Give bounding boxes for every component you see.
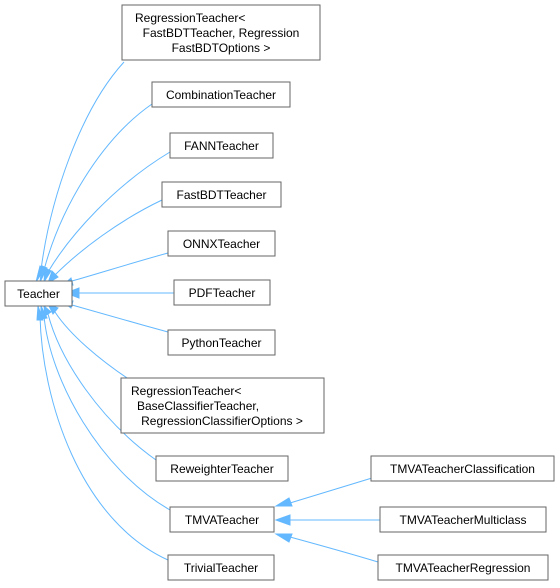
edge-combination-to-teacher — [43, 103, 153, 271]
arrowhead-9 — [43, 304, 52, 317]
arrowhead-14 — [274, 533, 293, 543]
edge-tmva-to-teacher — [43, 315, 171, 511]
arrowhead-13 — [274, 514, 291, 526]
node-tmva-teacher[interactable]: TMVATeacher — [169, 506, 275, 533]
edge-fann-to-teacher — [47, 151, 171, 273]
node-label-line-1: RegressionTeacher< — [135, 11, 245, 25]
node-fastbdt-teacher[interactable]: FastBDTTeacher — [161, 181, 282, 208]
node-label: PythonTeacher — [181, 336, 261, 350]
node-trivial-teacher[interactable]: TrivialTeacher — [167, 554, 275, 581]
edge-onnx-to-teacher — [71, 252, 169, 282]
node-label: CombinationTeacher — [166, 88, 276, 102]
node-regression-teacher-classifier[interactable]: RegressionTeacher< BaseClassifierTeacher… — [120, 377, 325, 434]
node-label: TMVATeacher — [185, 513, 259, 527]
node-reweighter-teacher[interactable]: ReweighterTeacher — [155, 455, 289, 482]
node-label: TMVATeacherMulticlass — [400, 513, 527, 527]
node-label: FANNTeacher — [184, 139, 259, 153]
arrowhead-11 — [36, 305, 44, 321]
edge-tmva-classification-to-tmva — [289, 477, 373, 504]
edge-trivial-to-teacher — [39, 315, 169, 561]
arrowhead-4 — [47, 270, 59, 285]
node-label: TrivialTeacher — [184, 561, 258, 575]
node-label-line-3: FastBDTOptions > — [172, 41, 271, 55]
node-tmva-teacher-classification[interactable]: TMVATeacherClassification — [370, 455, 555, 482]
node-label: ReweighterTeacher — [170, 462, 273, 476]
node-teacher[interactable]: Teacher — [4, 280, 73, 307]
edge-regression-classifier-to-teacher — [54, 311, 131, 381]
node-tmva-teacher-regression[interactable]: TMVATeacherRegression — [377, 554, 549, 581]
node-label: ONNXTeacher — [183, 237, 260, 251]
node-tmva-teacher-multiclass[interactable]: TMVATeacherMulticlass — [379, 506, 547, 533]
node-label-line-2: BaseClassifierTeacher, — [137, 399, 259, 413]
node-onnx-teacher[interactable]: ONNXTeacher — [167, 230, 276, 257]
node-label-line-2: FastBDTTeacher, Regression — [143, 26, 300, 40]
node-label: Teacher — [17, 287, 60, 301]
node-label-line-3: RegressionClassifierOptions > — [141, 414, 303, 428]
edge-tmva-regression-to-tmva — [289, 536, 379, 563]
edge-python-to-teacher — [71, 304, 169, 333]
node-fann-teacher[interactable]: FANNTeacher — [169, 132, 274, 159]
arrowhead-12 — [274, 497, 293, 507]
node-regression-teacher-fastbdt[interactable]: RegressionTeacher< FastBDTTeacher, Regre… — [121, 4, 321, 61]
node-python-teacher[interactable]: PythonTeacher — [167, 329, 276, 356]
edge-fastbdt-to-teacher — [54, 199, 163, 276]
edges — [39, 61, 380, 563]
node-label: FastBDTTeacher — [176, 188, 266, 202]
arrowhead-10 — [40, 305, 48, 320]
edge-reweighter-to-teacher — [47, 313, 157, 461]
arrowhead-3 — [43, 267, 52, 283]
node-label-line-1: RegressionTeacher< — [131, 384, 241, 398]
node-label: TMVATeacherRegression — [396, 561, 531, 575]
edge-regression-fastbdt-to-teacher — [40, 61, 125, 271]
node-combination-teacher[interactable]: CombinationTeacher — [151, 81, 291, 108]
node-pdf-teacher[interactable]: PDFTeacher — [173, 279, 271, 306]
node-label: PDFTeacher — [189, 286, 256, 300]
node-label: TMVATeacherClassification — [390, 462, 535, 476]
